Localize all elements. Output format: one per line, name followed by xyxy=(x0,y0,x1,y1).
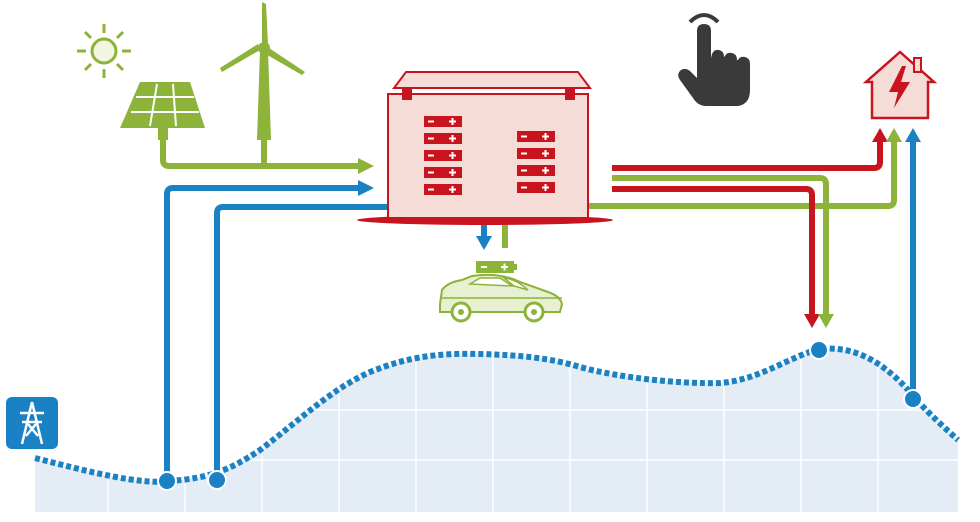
arrow-to-house-green xyxy=(886,128,902,142)
curve-nodes xyxy=(157,340,923,491)
grid-area-fill xyxy=(35,348,958,512)
node-grid-draw-1 xyxy=(157,471,177,491)
wind-turbine-icon xyxy=(220,2,305,140)
battery-rack-icon xyxy=(424,116,555,195)
electric-car-icon xyxy=(439,273,564,323)
arrow-to-house-blue xyxy=(905,128,921,142)
storage-flows xyxy=(612,140,883,316)
node-grid-house xyxy=(903,389,923,409)
arrow-to-storage-green xyxy=(358,158,374,174)
arrow-to-storage-blue xyxy=(358,180,374,196)
solar-panel-icon xyxy=(120,82,205,140)
transmission-tower-icon xyxy=(6,397,58,449)
arrow-to-grid-green xyxy=(818,314,834,328)
flow-arrowheads xyxy=(358,128,921,328)
arrow-to-house-red xyxy=(872,128,888,142)
grid-area xyxy=(34,340,961,512)
pointing-hand-icon[interactable] xyxy=(678,13,750,106)
car-battery-icon xyxy=(476,261,517,273)
battery-storage xyxy=(357,71,613,225)
node-grid-draw-2 xyxy=(207,470,227,490)
sun-icon xyxy=(77,24,131,78)
arrow-to-car-blue xyxy=(476,236,492,250)
grid-curve-dotted xyxy=(34,345,961,485)
electric-car xyxy=(439,261,564,323)
node-grid-feed xyxy=(809,340,829,360)
house-lightning-icon xyxy=(862,50,938,120)
arrow-to-grid-red xyxy=(804,314,820,328)
